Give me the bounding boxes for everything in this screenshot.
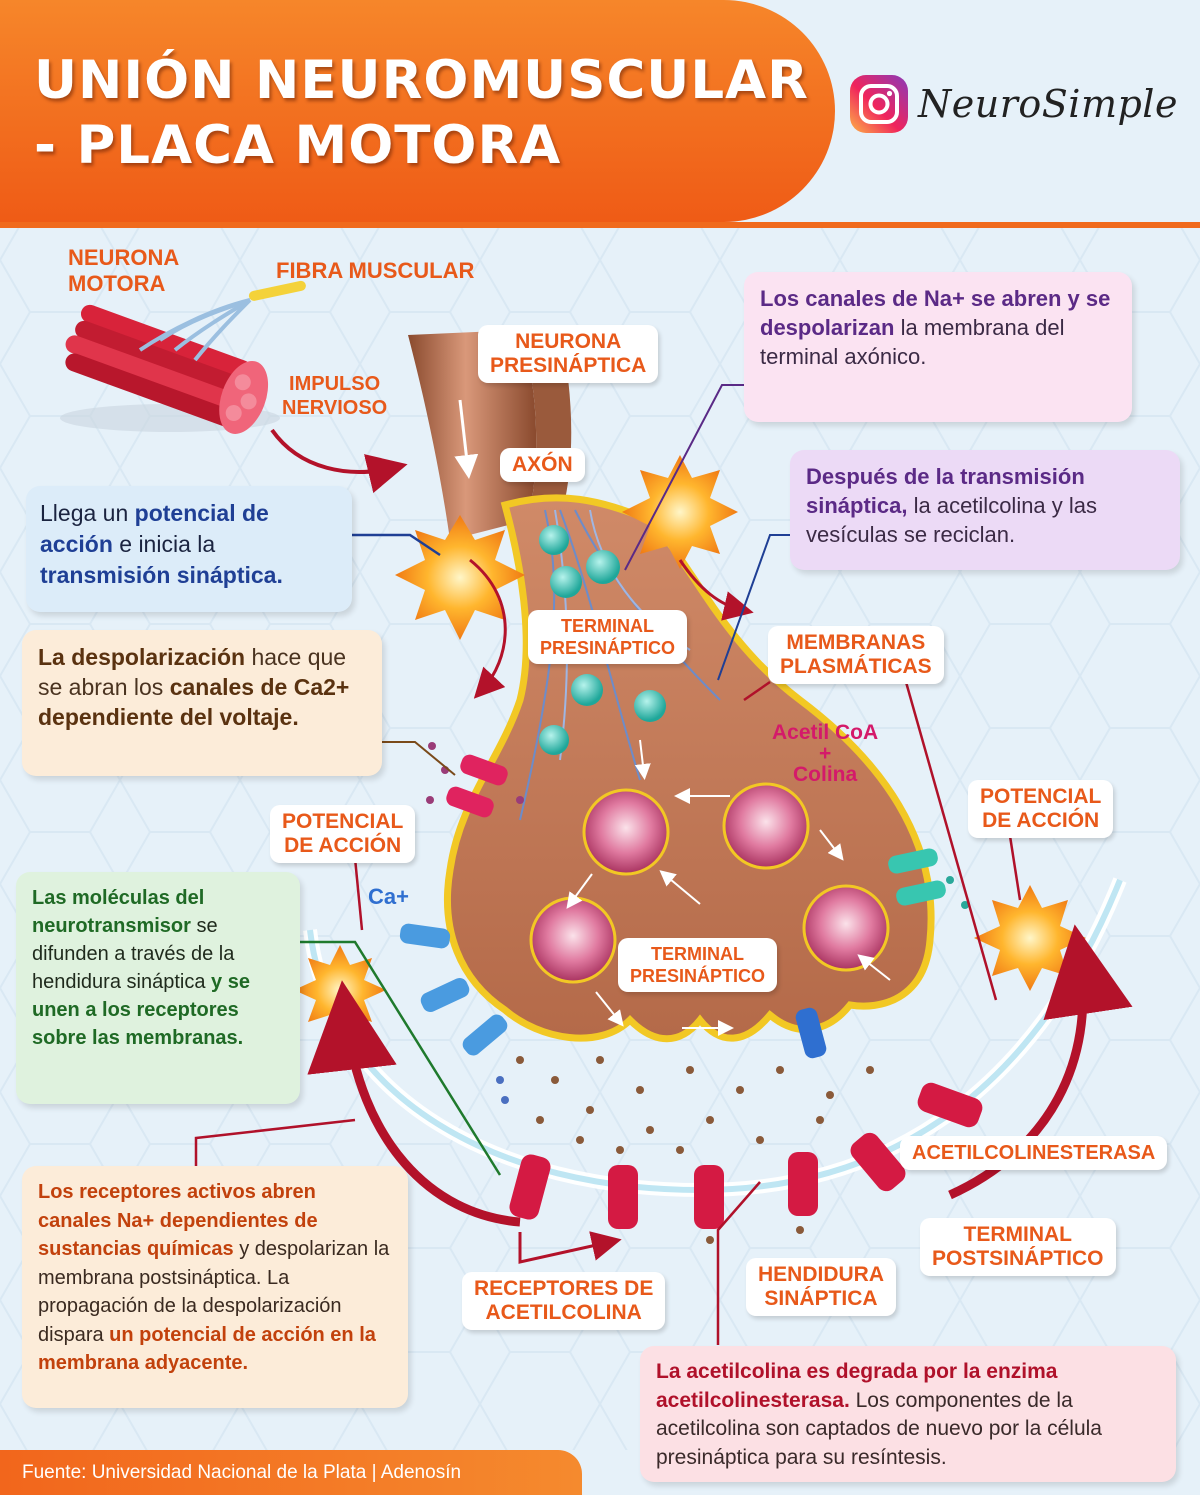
- header-strip: [0, 222, 1200, 228]
- na-channels-text: la membrana del terminal axónico.: [760, 315, 1065, 369]
- label-axon: AXÓN: [500, 448, 585, 482]
- depolarization-text: hace que se abran los: [38, 644, 347, 700]
- label-acetilcolinesterasa: ACETILCOLINESTERASA: [900, 1136, 1168, 1170]
- label-fibra-muscular: FIBRA MUSCULAR: [276, 258, 475, 283]
- label-potencial-accion-left: POTENCIAL DE ACCIÓN: [270, 805, 416, 863]
- depolarization-bold-1: La despolarización: [38, 644, 246, 670]
- label-impulso-nervioso: IMPULSO NERVIOSO: [282, 373, 388, 419]
- info-box-potential: Llega un potencial de acción e inicia la…: [26, 486, 352, 612]
- potential-text-1: Llega un: [40, 500, 135, 526]
- footer-source: Fuente: Universidad Nacional de la Plata…: [0, 1450, 582, 1495]
- neurotransmitter-bold-1: Las moléculas del neurotransmisor: [32, 887, 205, 937]
- recycle-text: la acetilcolina y las vesículas se recic…: [806, 493, 1098, 547]
- instagram-icon: [850, 75, 908, 133]
- info-box-degradation: La acetilcolina es degrada por la enzima…: [640, 1346, 1176, 1482]
- label-ca-plus: Ca+: [368, 884, 409, 909]
- potential-text-2: e inicia la: [112, 531, 216, 557]
- calcium-channels: [399, 754, 946, 1059]
- info-box-depolarization: La despolarización hace que se abran los…: [22, 630, 382, 776]
- brand-name: NeuroSimple: [918, 82, 1178, 126]
- label-neurona-motora: NEURONA MOTORA: [68, 245, 180, 296]
- info-box-na-channels: Los canales de Na+ se abren y se despola…: [744, 272, 1132, 422]
- degradation-text: Los componentes de la acetilcolina son c…: [656, 1388, 1102, 1469]
- label-membranas-plasmaticas: MEMBRANAS PLASMÁTICAS: [768, 626, 944, 684]
- info-box-recycle: Después de la transmisión sináptica, la …: [790, 450, 1180, 570]
- receptors-text: y despolarizan la membrana postsináptica…: [38, 1238, 390, 1346]
- header-banner: [0, 0, 835, 222]
- neurotransmitter-dots: [426, 742, 969, 1244]
- label-acetil-coa: Acetil CoA + Colina: [772, 721, 879, 786]
- depolarization-bold-2: canales de Ca2+ dependiente del voltaje.: [38, 674, 350, 730]
- label-terminal-postsinaptico: TERMINAL POSTSINÁPTICO: [920, 1218, 1116, 1276]
- receptors-bold-2: un potencial de acción en la membrana ad…: [38, 1323, 376, 1375]
- neurotransmitter-text: se difunden a través de la hendidura sin…: [32, 915, 235, 993]
- potential-bold-1: potencial de acción: [40, 500, 269, 557]
- na-channels-bold: Los canales de Na+ se abren y se despola…: [760, 286, 1111, 340]
- brand[interactable]: NeuroSimple: [848, 72, 1178, 136]
- receptors-bold-1: Los receptores activos abren canales Na+…: [38, 1181, 318, 1260]
- acetylcholine-receptors: [509, 1082, 983, 1229]
- info-box-receptors: Los receptores activos abren canales Na+…: [22, 1166, 408, 1408]
- page-title: UNIÓN NEUROMUSCULAR - PLACA MOTORA: [34, 50, 809, 176]
- label-terminal-presinaptico-top: TERMINAL PRESINÁPTICO: [528, 610, 688, 664]
- label-terminal-presinaptico-inner: TERMINAL PRESINÁPTICO: [618, 938, 778, 992]
- label-receptores-acetilcolina: RECEPTORES DE ACETILCOLINA: [462, 1272, 666, 1330]
- label-potencial-accion-right: POTENCIAL DE ACCIÓN: [968, 780, 1114, 838]
- muscle-fiber-icon: [60, 280, 306, 434]
- label-neurona-presinaptica: NEURONA PRESINÁPTICA: [478, 325, 659, 383]
- recycle-bold: Después de la transmisión sináptica,: [806, 464, 1085, 518]
- potential-bold-2: transmisión sináptica.: [40, 562, 283, 588]
- info-box-neurotransmitter: Las moléculas del neurotransmisor se dif…: [16, 872, 300, 1104]
- label-hendidura-sinaptica: HENDIDURA SINÁPTICA: [746, 1258, 896, 1316]
- neurotransmitter-bold-2: y se unen a los receptores sobre las mem…: [32, 971, 250, 1049]
- degradation-bold: La acetilcolina es degrada por la enzima…: [656, 1360, 1058, 1412]
- synaptic-vesicles: [529, 739, 891, 1036]
